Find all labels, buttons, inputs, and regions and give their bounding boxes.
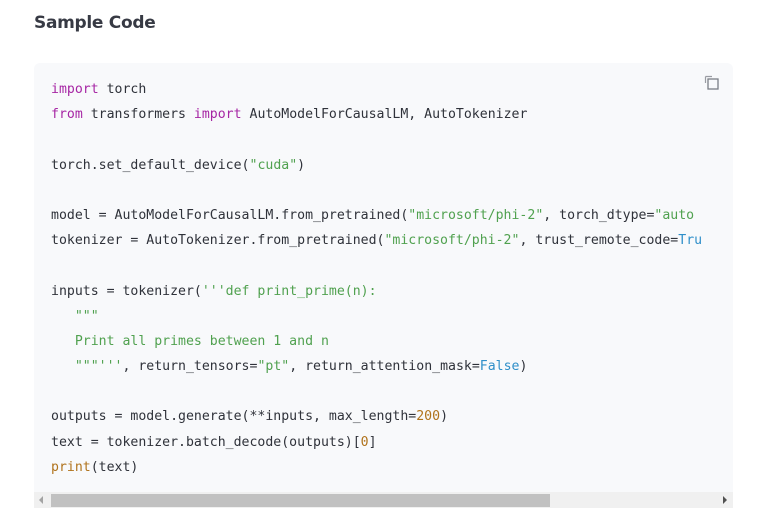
string-token: '''def print_prime(n): (201, 283, 377, 299)
code-token: ) (297, 157, 306, 173)
builtin-token: print (51, 459, 91, 475)
boolean-token: False (479, 359, 520, 375)
string-token: "microsoft/phi-2" (408, 207, 544, 223)
code-line: """''', return_tensors="pt", return_atte… (51, 354, 733, 379)
code-line: outputs = model.generate(**inputs, max_l… (51, 404, 733, 429)
code-line: import torch (51, 77, 733, 102)
code-token: tokenizer = AutoTokenizer.from_pretraine… (51, 233, 385, 249)
code-token: torch.set_default_device( (51, 157, 250, 173)
code-token: text = tokenizer.batch_decode(outputs)[ (51, 434, 361, 450)
string-token: """''' (51, 359, 123, 375)
code-line-blank (51, 127, 733, 152)
code-line-blank (51, 178, 733, 203)
code-line: print(text) (51, 455, 733, 480)
scrollbar-thumb[interactable] (51, 494, 550, 507)
string-token: "pt" (257, 359, 290, 375)
string-token: """ (51, 308, 99, 324)
code-token: , trust_remote_code= (519, 233, 679, 249)
code-token: model = AutoModelForCausalLM.from_pretra… (51, 207, 409, 223)
copy-button[interactable] (703, 74, 721, 92)
code-line: text = tokenizer.batch_decode(outputs)[0… (51, 430, 733, 455)
scroll-right-arrow-icon[interactable] (723, 496, 727, 504)
section-title: Sample Code (34, 13, 156, 33)
string-token: Print all primes between 1 and n (51, 333, 329, 349)
code-token: torch (98, 82, 147, 97)
code-line: """ (51, 304, 733, 329)
code-token: ) (440, 409, 449, 425)
string-token: "cuda" (249, 157, 298, 173)
code-token: AutoModelForCausalLM, AutoTokenizer (241, 107, 528, 123)
copy-icon (704, 75, 719, 90)
string-token: "microsoft/phi-2" (384, 233, 520, 249)
code-line-blank (51, 379, 733, 404)
code-line: torch.set_default_device("cuda") (51, 153, 733, 178)
number-token: 0 (360, 434, 369, 450)
horizontal-scrollbar[interactable] (34, 492, 733, 508)
code-token: transformers (82, 107, 194, 123)
code-line: inputs = tokenizer('''def print_prime(n)… (51, 279, 733, 304)
code-line: tokenizer = AutoTokenizer.from_pretraine… (51, 228, 733, 253)
code-line: from transformers import AutoModelForCau… (51, 102, 733, 127)
keyword-token: import (51, 82, 99, 97)
boolean-token: Tru (678, 233, 703, 249)
code-token: ] (368, 434, 377, 450)
code-token: , torch_dtype= (543, 207, 655, 223)
code-line: Print all primes between 1 and n (51, 329, 733, 354)
code-token: (text) (90, 459, 139, 475)
code-token: , return_attention_mask= (289, 359, 480, 375)
scroll-left-arrow-icon[interactable] (39, 496, 43, 504)
keyword-token: import (193, 107, 242, 123)
code-token: inputs = tokenizer( (51, 283, 202, 299)
code-line: model = AutoModelForCausalLM.from_pretra… (51, 203, 733, 228)
number-token: 200 (416, 409, 441, 425)
keyword-token: from (51, 107, 83, 123)
code-token: , return_tensors= (122, 359, 258, 375)
string-token: "auto (654, 207, 695, 223)
code-line-blank (51, 253, 733, 278)
code-token: outputs = model.generate(**inputs, max_l… (51, 409, 417, 425)
code-token: ) (519, 359, 528, 375)
